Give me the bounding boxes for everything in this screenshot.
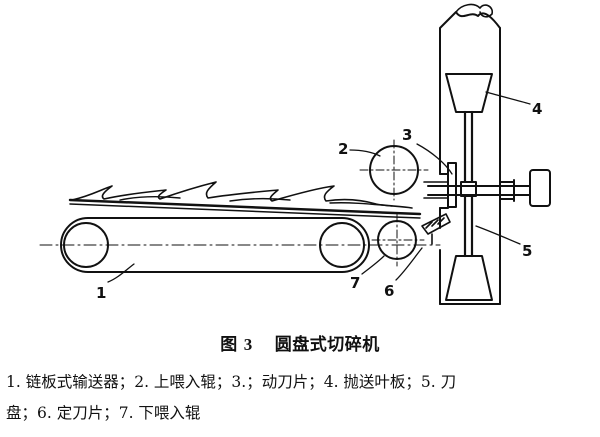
drive-pulley bbox=[529, 169, 551, 207]
label-2: 2 bbox=[338, 140, 348, 158]
label-5: 5 bbox=[522, 242, 532, 260]
legend-line-1: 1. 链板式输送器；2. 上喂入辊；3.；动刀片；4. 抛送叶板；5. 刀 bbox=[6, 373, 457, 391]
stationary-knife bbox=[421, 213, 451, 245]
housing bbox=[439, 3, 501, 305]
cutter-diagram: 1 2 3 4 5 6 7 bbox=[39, 3, 551, 305]
leader-2 bbox=[349, 149, 381, 157]
figure-number: 3 bbox=[243, 335, 253, 354]
leader-1 bbox=[107, 263, 135, 283]
figure-legend: 1. 链板式输送器；2. 上喂入辊；3.；动刀片；4. 抛送叶板；5. 刀 盘；… bbox=[6, 367, 594, 429]
drive-shaft bbox=[427, 169, 551, 207]
leader-7 bbox=[361, 255, 385, 275]
leader-3 bbox=[416, 143, 453, 175]
label-1: 1 bbox=[96, 284, 106, 302]
legend-line-2: 盘；6. 定刀片；7. 下喂入辊 bbox=[6, 404, 201, 422]
thrower-blade-top bbox=[445, 73, 493, 113]
straw-material bbox=[71, 181, 413, 209]
leader-4 bbox=[485, 91, 531, 105]
lower-feed-roller bbox=[371, 213, 425, 267]
figure-title: 圆盘式切碎机 bbox=[274, 335, 380, 355]
chain-conveyor bbox=[39, 198, 441, 273]
upper-feed-roller bbox=[359, 139, 429, 201]
knife-disc bbox=[460, 110, 477, 258]
label-3: 3 bbox=[402, 126, 412, 144]
label-7: 7 bbox=[350, 274, 360, 292]
figure-prefix: 图 bbox=[220, 335, 238, 355]
label-4: 4 bbox=[532, 100, 542, 118]
leader-6 bbox=[395, 247, 423, 281]
leader-5 bbox=[475, 225, 521, 245]
label-6: 6 bbox=[384, 282, 394, 300]
thrower-blade-bottom bbox=[445, 255, 493, 301]
